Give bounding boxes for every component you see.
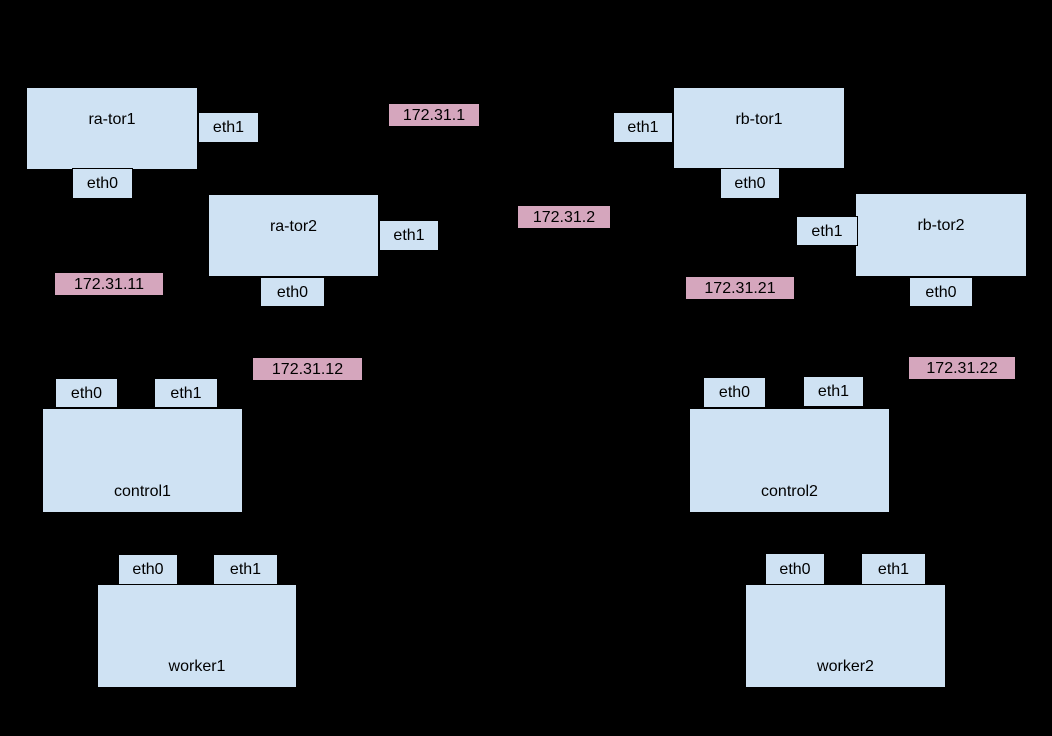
port-worker1-eth1: eth1 bbox=[213, 554, 278, 585]
port-worker2-eth1: eth1 bbox=[861, 553, 926, 585]
port-ra-tor2-eth1: eth1 bbox=[379, 220, 439, 251]
ip-label-172-31-2: 172.31.2 bbox=[518, 206, 610, 228]
node-control1: control1 bbox=[42, 408, 243, 513]
port-control1-eth0: eth0 bbox=[55, 378, 118, 408]
port-control1-eth1: eth1 bbox=[154, 378, 218, 408]
port-worker1-eth0: eth0 bbox=[118, 554, 178, 585]
port-control2-eth0: eth0 bbox=[703, 377, 766, 408]
port-rb-tor1-eth0: eth0 bbox=[720, 168, 780, 199]
node-rb-tor1: rb-tor1 bbox=[673, 87, 845, 169]
ip-label-172-31-1: 172.31.1 bbox=[389, 104, 479, 126]
node-worker1: worker1 bbox=[97, 584, 297, 688]
ip-label-172-31-12: 172.31.12 bbox=[253, 358, 362, 380]
port-ra-tor1-eth1: eth1 bbox=[198, 112, 259, 143]
node-ra-tor2: ra-tor2 bbox=[208, 194, 379, 277]
port-worker2-eth0: eth0 bbox=[765, 553, 825, 585]
port-control2-eth1: eth1 bbox=[803, 376, 864, 407]
ip-label-172-31-21: 172.31.21 bbox=[686, 277, 794, 299]
port-rb-tor1-eth1: eth1 bbox=[613, 112, 673, 143]
node-ra-tor1: ra-tor1 bbox=[26, 87, 198, 170]
ip-label-172-31-22: 172.31.22 bbox=[909, 357, 1015, 379]
node-control2: control2 bbox=[689, 408, 890, 513]
ip-label-172-31-11: 172.31.11 bbox=[55, 273, 163, 295]
node-worker2: worker2 bbox=[745, 584, 946, 688]
node-rb-tor2: rb-tor2 bbox=[855, 193, 1027, 277]
port-rb-tor2-eth1: eth1 bbox=[796, 216, 858, 246]
port-ra-tor1-eth0: eth0 bbox=[72, 168, 133, 199]
port-ra-tor2-eth0: eth0 bbox=[260, 277, 325, 307]
port-rb-tor2-eth0: eth0 bbox=[909, 277, 973, 307]
